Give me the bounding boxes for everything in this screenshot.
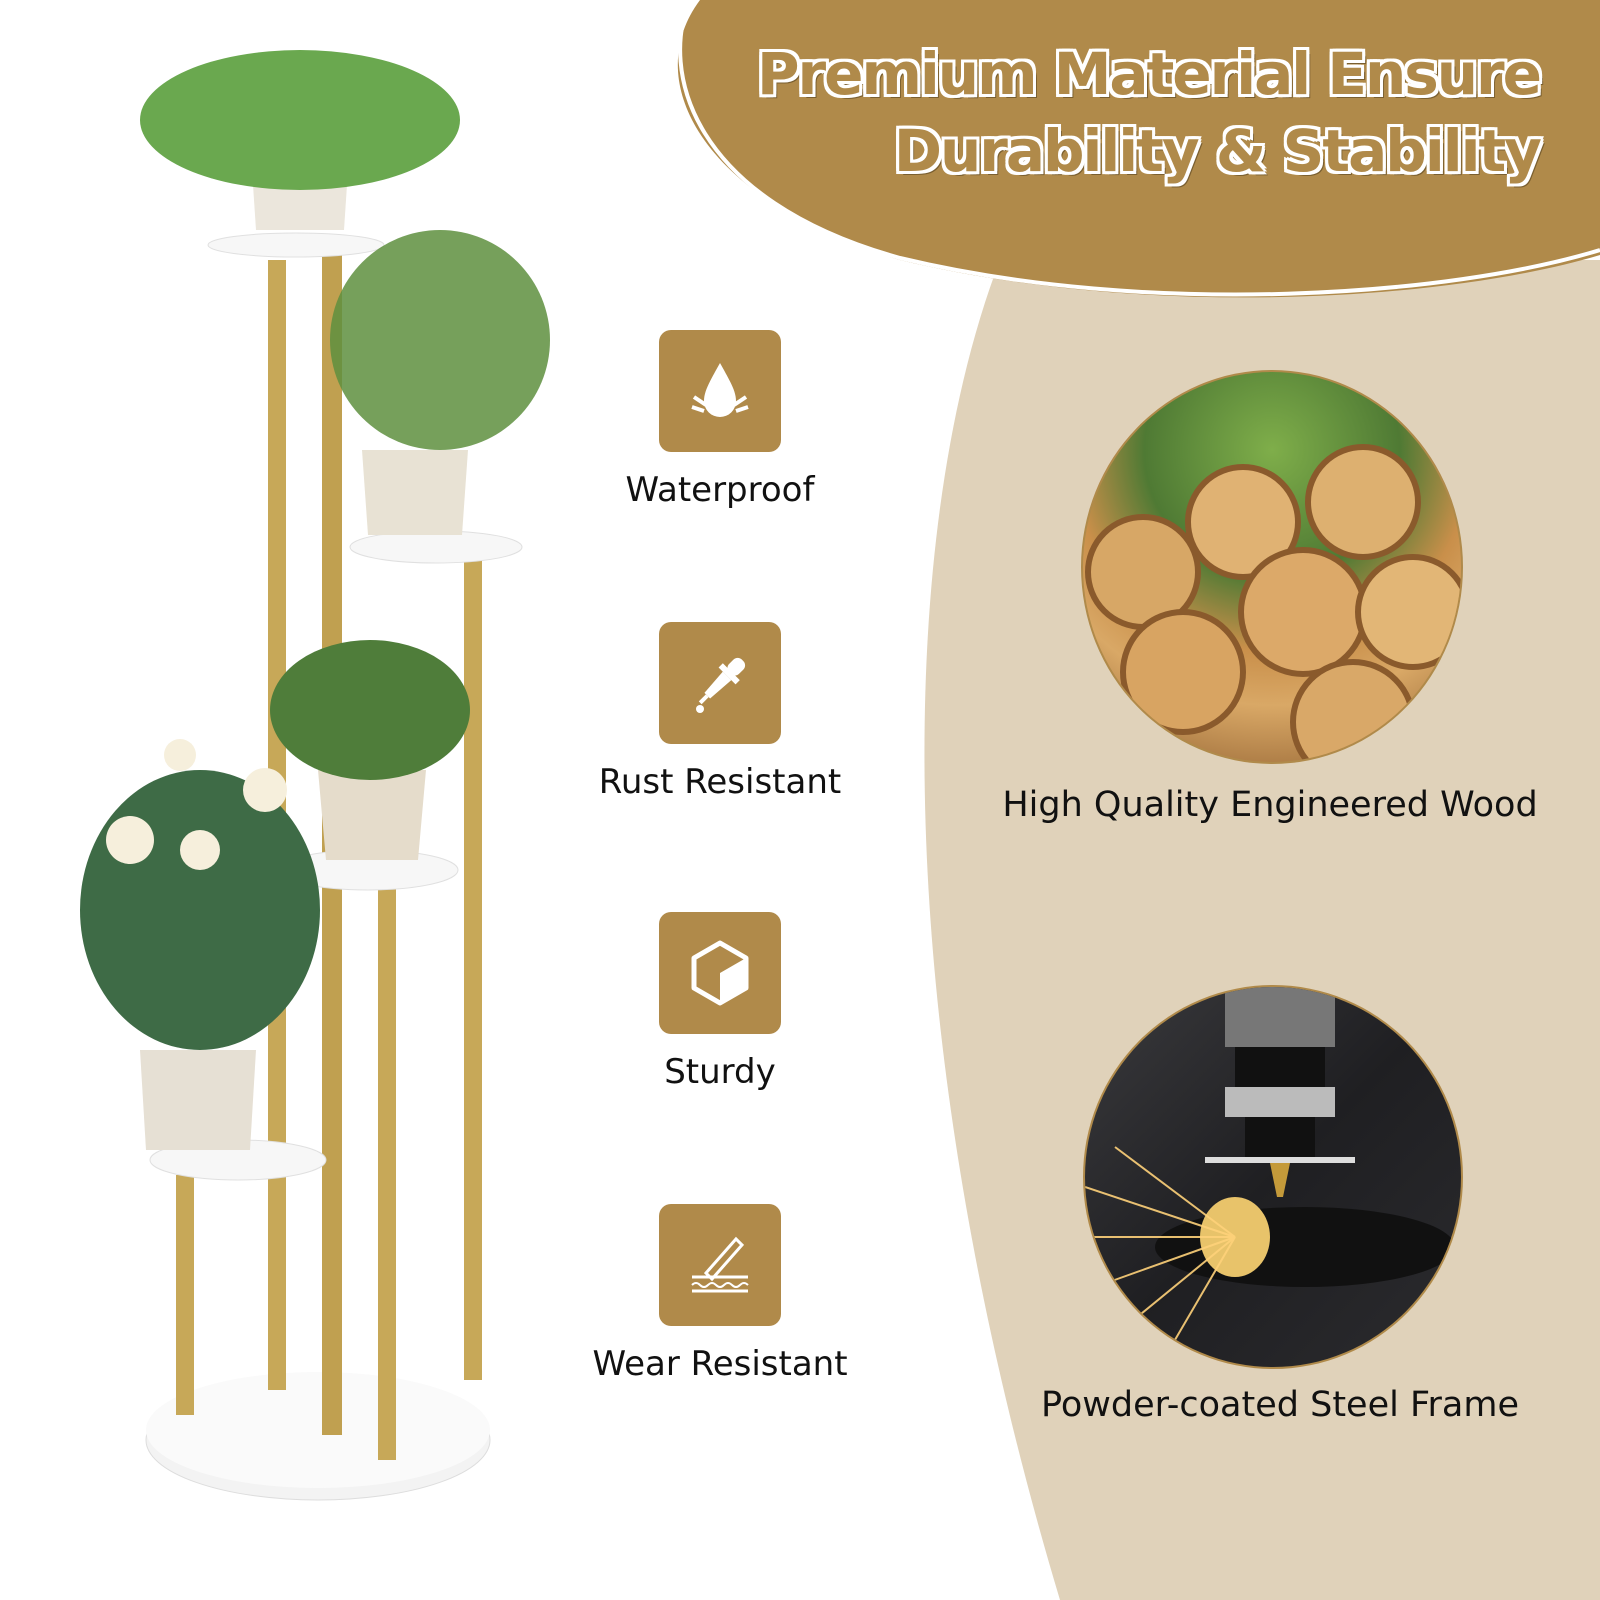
- material-caption-wood: High Quality Engineered Wood: [1002, 785, 1538, 825]
- steel-frame-laser-photo: [1083, 985, 1463, 1369]
- feature-label: Rust Resistant: [598, 762, 842, 802]
- header-banner-shape: [677, 0, 1600, 298]
- plant-stand-product-image: [80, 50, 550, 1501]
- dropper-icon: [659, 622, 781, 744]
- engineered-wood-photo: [1081, 370, 1463, 764]
- material-caption-steel: Powder-coated Steel Frame: [1040, 1385, 1520, 1425]
- feature-waterproof: Waterproof: [590, 330, 850, 510]
- feature-label: Wear Resistant: [592, 1344, 848, 1384]
- feature-label: Waterproof: [625, 470, 815, 510]
- feature-rust-resistant: Rust Resistant: [590, 622, 850, 802]
- feature-label: Sturdy: [664, 1052, 776, 1092]
- feature-wear-resistant: Wear Resistant: [590, 1204, 850, 1384]
- scraper-surface-icon: [659, 1204, 781, 1326]
- water-drop-splash-icon: [659, 330, 781, 452]
- cube-icon: [659, 912, 781, 1034]
- feature-sturdy: Sturdy: [590, 912, 850, 1092]
- headline-line-1: Premium Material Ensure: [757, 40, 1542, 108]
- headline-line-2: Durability & Stability: [893, 117, 1542, 185]
